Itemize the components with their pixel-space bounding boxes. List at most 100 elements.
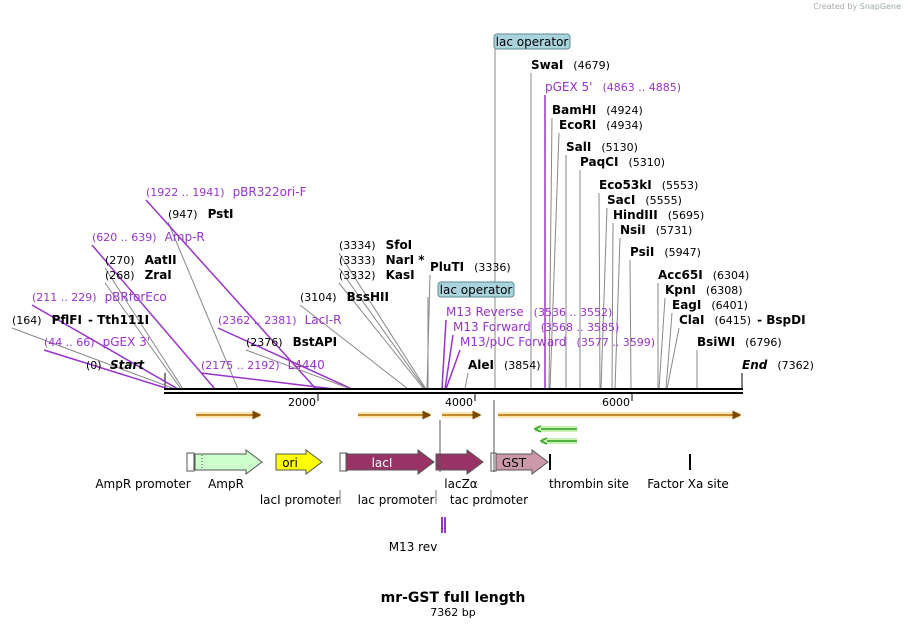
site-label-hindiii[interactable]: HindIII(5695)	[613, 208, 704, 222]
site-label-m13-forward[interactable]: M13 Forward(3568 .. 3585)	[453, 320, 619, 334]
site-text: PluTI(3336)	[430, 260, 511, 274]
feature-arrow	[435, 449, 484, 475]
site-text: (3333)NarI *	[339, 253, 425, 267]
backbone	[164, 388, 743, 394]
site-label-ecori[interactable]: EcoRI(4934)	[559, 118, 643, 132]
feature-lac-promoter[interactable]: lac promoter	[358, 493, 435, 507]
site-text: EcoRI(4934)	[559, 118, 643, 132]
site-label-acc65i[interactable]: Acc65I(6304)	[658, 268, 749, 282]
site-label-laci-r[interactable]: (2362 .. 2381)LacI-R	[218, 313, 341, 327]
site-label-l4440[interactable]: (2175 .. 2192)L4440	[201, 358, 325, 372]
map-subtitle: 7362 bp	[430, 606, 475, 619]
promoter-box	[186, 452, 195, 472]
site-label-pbr322ori-f[interactable]: (1922 .. 1941)pBR322ori-F	[146, 185, 307, 199]
site-label-nsii[interactable]: NsiI(5731)	[620, 223, 692, 237]
ruler-tick-label: 4000	[445, 396, 473, 409]
connector	[441, 319, 447, 390]
site-label-bsiwi[interactable]: BsiWI(6796)	[697, 335, 782, 349]
site-text: BamHI(4924)	[552, 103, 643, 117]
feature-laci[interactable]: lacI	[345, 449, 435, 475]
site-label-bsshii[interactable]: (3104)BssHII	[300, 290, 389, 304]
connector	[338, 252, 427, 390]
site-text: KpnI(6308)	[665, 283, 742, 297]
feature-factor-xa-site[interactable]: Factor Xa site	[647, 454, 729, 491]
site-label-sfoi[interactable]: (3334)SfoI	[339, 238, 412, 252]
connector	[167, 221, 239, 390]
feature-gst[interactable]: GST	[495, 449, 549, 475]
connector	[104, 267, 184, 390]
site-text: (211 .. 229)pBRforEco	[32, 290, 167, 304]
site-label-aatii[interactable]: (270)AatII	[105, 253, 177, 267]
feature-label: ori	[282, 456, 298, 470]
feature-track: AmpR promoter AmpR ori lacI promoter lacI lac…	[95, 400, 729, 554]
site-label-saci[interactable]: SacI(5555)	[607, 193, 682, 207]
connector	[104, 282, 182, 390]
feature-label: AmpR promoter	[95, 477, 190, 491]
site-label-end[interactable]: End(7362)	[742, 358, 814, 372]
site-label-clai[interactable]: ClaI(6415)- BspDI	[679, 313, 806, 327]
feature-m13-rev[interactable]: M13 rev	[389, 517, 446, 554]
connector	[445, 349, 461, 390]
feature-label: lacI	[372, 456, 393, 470]
site-label-paqci[interactable]: PaqCI(5310)	[580, 155, 665, 169]
site-label-swai[interactable]: SwaI(4679)	[531, 58, 610, 72]
feature-lacz-[interactable]: lacZα	[435, 449, 484, 491]
label-connectors	[11, 49, 743, 390]
site-label-nari-[interactable]: (3333)NarI *	[339, 253, 425, 267]
site-label-eco53ki[interactable]: Eco53kI(5553)	[599, 178, 698, 192]
feature-label: lacI promoter	[260, 493, 340, 507]
connector	[614, 237, 621, 390]
site-label-pflfi[interactable]: (164)PflFI- Tth111I	[12, 313, 149, 327]
site-label-kasi[interactable]: (3332)KasI	[339, 268, 415, 282]
ruler-tick-label: 6000	[602, 396, 630, 409]
feature-label: M13 rev	[389, 540, 438, 554]
site-text: (268)ZraI	[105, 268, 172, 282]
connector	[338, 282, 425, 390]
map-title: mr-GST full length	[381, 590, 526, 606]
operator-box	[493, 33, 571, 50]
site-label-lac-operator[interactable]: lac operator	[437, 281, 515, 298]
site-label-psti[interactable]: (947)PstI	[168, 207, 234, 221]
site-label-psii[interactable]: PsiI(5947)	[630, 245, 701, 259]
site-label-amp-r[interactable]: (620 .. 639)Amp-R	[92, 230, 205, 244]
site-text: SwaI(4679)	[531, 58, 610, 72]
credit-text: Created by	[813, 2, 858, 11]
connector	[548, 117, 553, 390]
feature-ampr-promoter[interactable]: AmpR promoter	[95, 452, 195, 491]
feature-ampr[interactable]: AmpR	[194, 449, 263, 491]
site-label-pgex-5-[interactable]: pGEX 5'(4863 .. 4885)	[545, 80, 681, 94]
feature-ori[interactable]: ori	[275, 449, 323, 475]
site-label-sali[interactable]: SalI(5130)	[566, 140, 638, 154]
site-text: (947)PstI	[168, 207, 234, 221]
site-text: (0)Start	[86, 358, 145, 372]
connector	[600, 207, 608, 390]
site-label-kpni[interactable]: KpnI(6308)	[665, 283, 742, 297]
site-label-pluti[interactable]: PluTI(3336)	[430, 260, 511, 274]
site-label-bamhi[interactable]: BamHI(4924)	[552, 103, 643, 117]
site-text: pGEX 5'(4863 .. 4885)	[545, 80, 681, 94]
site-text: EagI(6401)	[672, 298, 748, 312]
site-text: HindIII(5695)	[613, 208, 704, 222]
site-label-pgex-3-[interactable]: (44 .. 66)pGEX 3'	[44, 335, 150, 349]
site-label-m13-puc-forward[interactable]: M13/pUC Forward(3577 .. 3599)	[460, 335, 655, 349]
site-label-start[interactable]: (0)Start	[86, 358, 145, 372]
site-text: (2376)BstAPI	[246, 335, 337, 349]
connector	[629, 259, 632, 390]
site-text: SacI(5555)	[607, 193, 682, 207]
feature-label: lac promoter	[358, 493, 435, 507]
connector	[611, 222, 614, 390]
site-label-lac-operator[interactable]: lac operator	[493, 33, 571, 50]
site-labels: (0)Start (44 .. 66)pGEX 3' (164)PflFI- Tth…	[12, 33, 814, 372]
site-label-zrai[interactable]: (268)ZraI	[105, 268, 172, 282]
site-label-alei[interactable]: AleI(3854)	[468, 358, 541, 372]
site-text: NsiI(5731)	[620, 223, 692, 237]
site-label-pbrforeco[interactable]: (211 .. 229)pBRforEco	[32, 290, 167, 304]
feature-arrow	[194, 449, 263, 475]
site-label-bstapi[interactable]: (2376)BstAPI	[246, 335, 337, 349]
feature-thrombin-site[interactable]: thrombin site	[549, 454, 629, 491]
connector	[217, 327, 353, 390]
site-label-m13-reverse[interactable]: M13 Reverse(3536 .. 3552)	[446, 305, 612, 319]
site-label-eagi[interactable]: EagI(6401)	[672, 298, 748, 312]
